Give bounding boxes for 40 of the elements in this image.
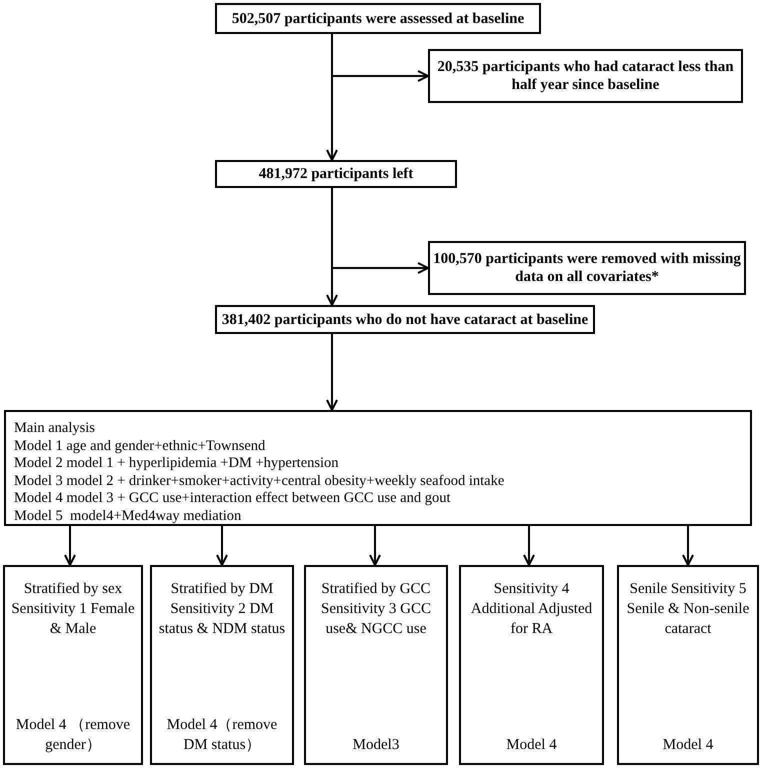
analysis-description: Stratified by DM Sensitivity 2 DM status & NDM status xyxy=(158,580,286,639)
analysis-description: Senile Sensitivity 5 Senile & Non-senile cataract xyxy=(626,580,750,639)
arrow xyxy=(523,526,535,566)
model-note: Model 4 xyxy=(662,736,714,755)
sensitivity-box xyxy=(459,565,604,765)
analysis-box xyxy=(4,410,752,526)
arrow xyxy=(64,526,76,566)
process-box xyxy=(215,3,541,34)
sensitivity-box xyxy=(304,565,448,765)
step-text: 502,507 participants were assessed at baseline xyxy=(232,10,524,28)
step-text: 100,570 participants were removed with missing data on all covariates* xyxy=(432,250,742,286)
step-text: 481,972 participants left xyxy=(258,165,414,183)
analysis-description: Sensitivity 4 Additional Adjusted for RA xyxy=(470,580,594,639)
exclusion-box xyxy=(428,241,746,295)
arrow xyxy=(369,526,381,566)
model-note: Model 4 xyxy=(506,736,557,755)
arrow xyxy=(682,526,694,566)
exclusion-box xyxy=(428,49,743,103)
model-line: Model 4 model 3 + GCC use+interaction effect between GCC use and gout xyxy=(14,490,452,508)
step-text: 20,535 participants who had cataract less than half year since baseline xyxy=(436,58,735,94)
arrow xyxy=(331,34,429,82)
sensitivity-box xyxy=(617,565,759,765)
arrow xyxy=(326,334,338,411)
arrow xyxy=(331,188,429,274)
model-line: Model 5 model4+Med4way mediation xyxy=(14,508,242,525)
model-line: Model 3 model 2 + drinker+smoker+activity+central obesity+weekly seafood intake xyxy=(14,472,506,490)
process-box xyxy=(215,160,457,188)
process-box xyxy=(215,305,595,334)
analysis-description: Stratified by sex Sensitivity 1 Female & Male xyxy=(10,580,136,639)
sensitivity-box xyxy=(150,565,294,765)
step-text: 381,402 participants who do not have cataract at baseline xyxy=(222,310,588,328)
arrow xyxy=(216,526,228,566)
model-line: Model 1 age and gender+ethnic+Townsend xyxy=(14,438,266,455)
model-line: Model 2 model 1 + hyperlipidemia +DM +hypertension xyxy=(14,455,340,472)
sensitivity-box xyxy=(3,565,143,765)
model-note: Model 4（remove DM status） xyxy=(166,716,278,755)
analysis-description: Stratified by GCC Sensitivity 3 GCC use& NGCC use xyxy=(320,580,432,639)
model-note: Model3 xyxy=(352,736,400,755)
model-note: Model 4 （remove gender） xyxy=(14,716,132,755)
section-heading: Main analysis xyxy=(14,420,96,438)
